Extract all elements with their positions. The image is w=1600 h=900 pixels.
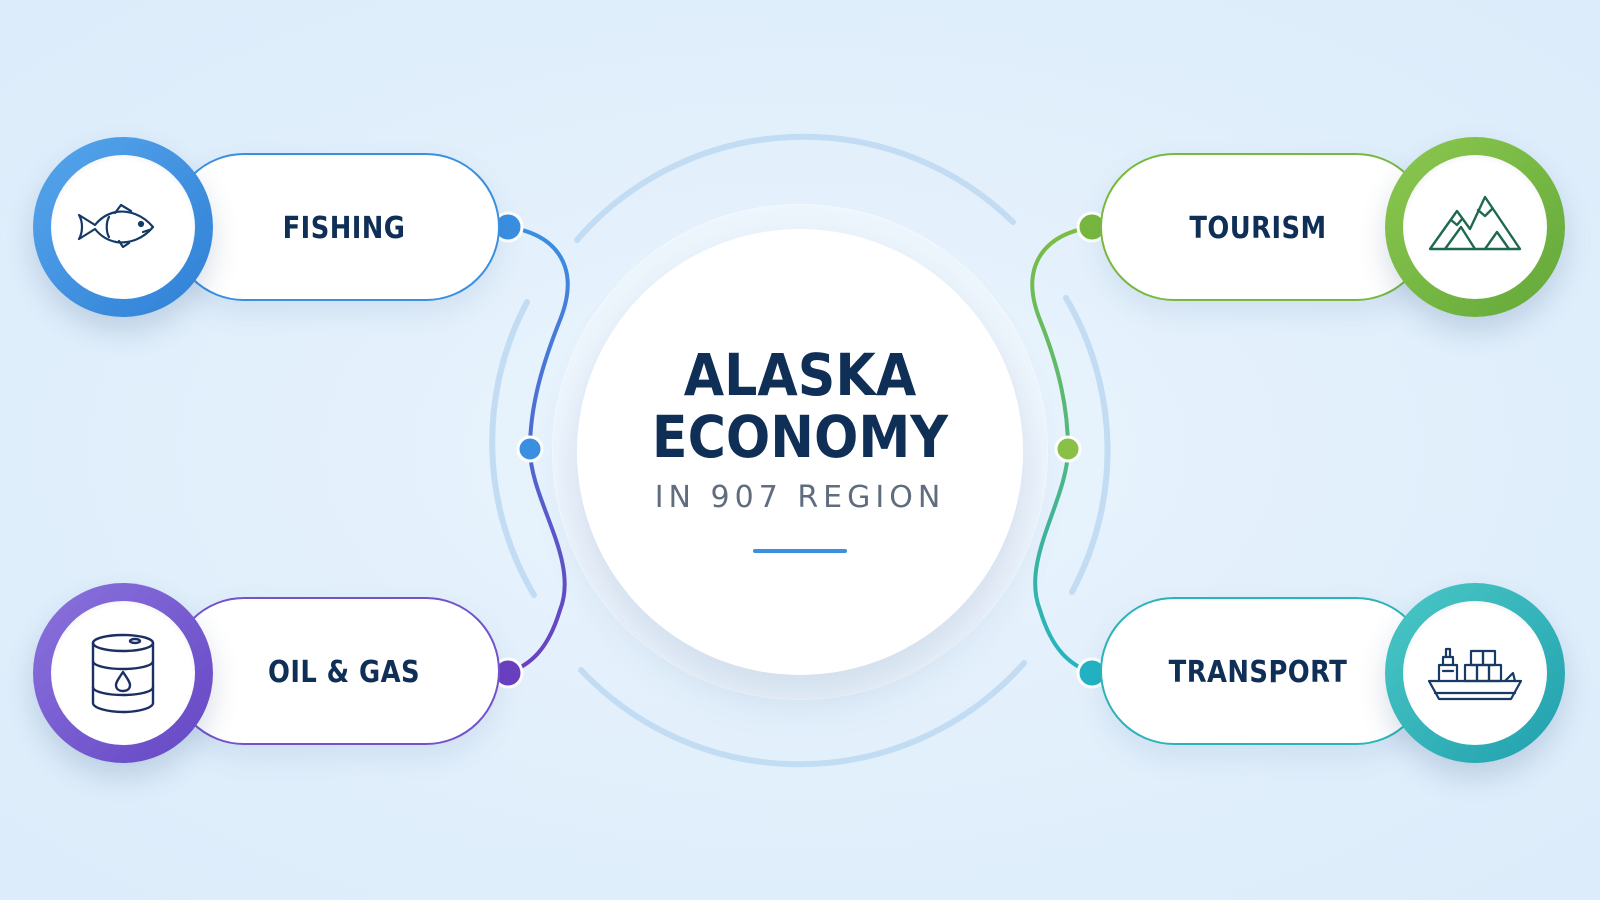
center-title-line-1: ALASKA: [683, 341, 917, 409]
sector-tourism-card: TOURISM: [1100, 153, 1430, 301]
mountains-icon: [1428, 195, 1522, 251]
sector-transport-badge: [1385, 583, 1565, 763]
center-title-line-2: ECONOMY: [651, 403, 949, 471]
sector-tourism-label: TOURISM: [1189, 211, 1327, 246]
sector-oil-gas-badge: [33, 583, 213, 763]
sector-fishing-card: FISHING: [170, 153, 500, 301]
decorative-arcs: [489, 133, 1111, 768]
sector-transport-label: TRANSPORT: [1168, 655, 1348, 690]
sector-fishing-label: FISHING: [282, 211, 406, 246]
left-middle-dot: [516, 435, 544, 463]
center-underline: [753, 549, 847, 553]
sector-oil-gas-label: OIL & GAS: [267, 655, 421, 690]
fish-icon: [77, 203, 155, 249]
sector-transport-card: TRANSPORT: [1100, 597, 1430, 745]
center-hub: ALASKA ECONOMY IN 907 REGION: [577, 229, 1023, 675]
sector-tourism-badge: [1385, 137, 1565, 317]
sector-oil-gas-card: OIL & GAS: [170, 597, 500, 745]
center-subtitle: IN 907 REGION: [654, 480, 946, 515]
sector-fishing-badge: [33, 137, 213, 317]
right-middle-dot: [1054, 435, 1082, 463]
cargo-ship-icon: [1427, 647, 1523, 701]
oil-barrel-icon: [91, 633, 155, 714]
